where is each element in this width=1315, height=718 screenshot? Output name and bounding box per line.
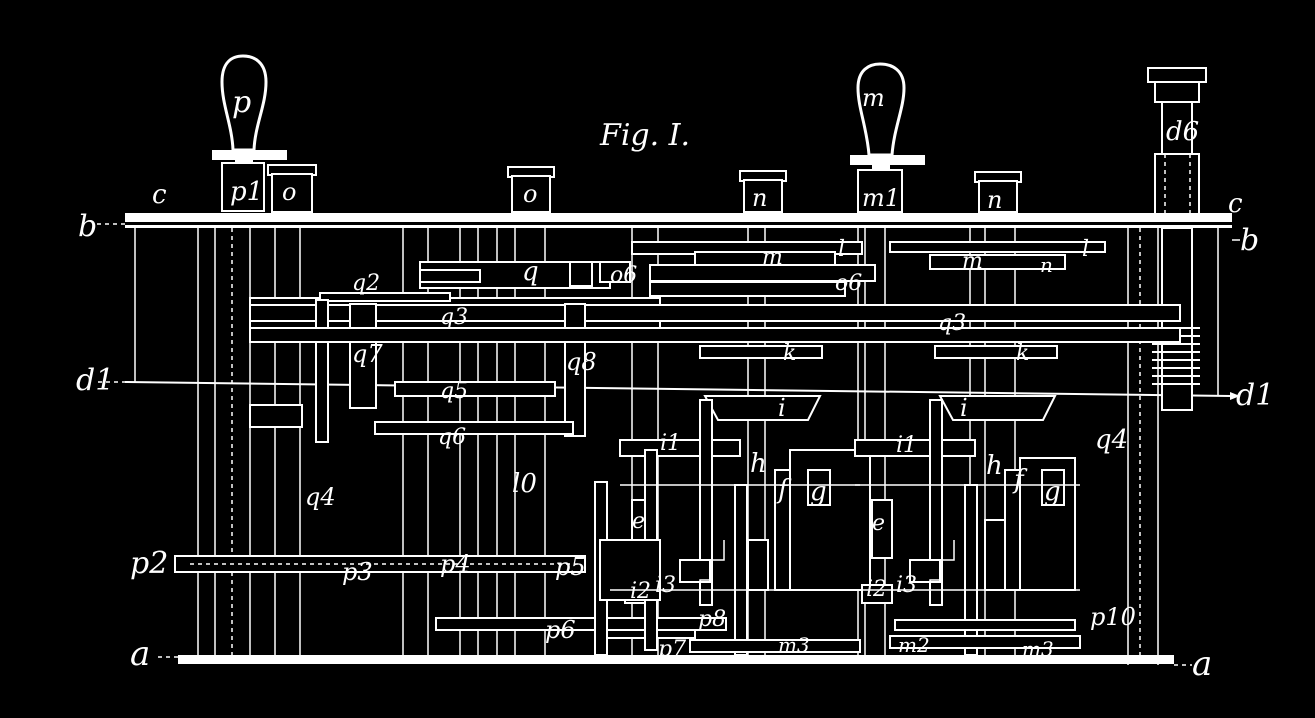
label-p6: p6 bbox=[545, 616, 576, 644]
label-q6: q6 bbox=[438, 425, 466, 450]
upper-bars bbox=[249, 241, 1181, 443]
step-slots bbox=[699, 540, 955, 600]
label-m2: m2 bbox=[898, 633, 930, 657]
label-m3-2: m3 bbox=[1022, 637, 1054, 661]
label-k-1: k bbox=[783, 341, 796, 366]
column-d6-label: d6 bbox=[1166, 117, 1199, 147]
label-a-right: a bbox=[1192, 644, 1212, 684]
key-n-1-label: n bbox=[752, 184, 767, 212]
knob-p-label: p bbox=[232, 85, 251, 120]
label-q5: q5 bbox=[440, 379, 468, 404]
label-i3-1: i3 bbox=[655, 573, 676, 598]
label-q: q bbox=[522, 257, 539, 287]
label-p10: p10 bbox=[1090, 603, 1136, 631]
label-b-left: b bbox=[78, 209, 97, 244]
label-h-2: h bbox=[986, 451, 1003, 481]
label-p8: p8 bbox=[698, 607, 726, 632]
key-n-2-label: n bbox=[987, 186, 1002, 214]
bevel-gear-l-2 bbox=[938, 395, 1057, 421]
label-d1-left: d1 bbox=[76, 363, 114, 398]
label-p7: p7 bbox=[658, 637, 686, 662]
key-p1 bbox=[221, 162, 265, 212]
shaft-d1-arrow bbox=[1230, 392, 1240, 400]
key-o-2-label: o bbox=[523, 180, 537, 208]
label-q3-left: q3 bbox=[440, 305, 468, 330]
label-i-2: i bbox=[960, 394, 968, 422]
label-e-2: e bbox=[872, 511, 885, 536]
label-m-1: m bbox=[762, 245, 783, 270]
bevel-gear-l-1 bbox=[703, 395, 822, 421]
label-a-left: a bbox=[130, 634, 150, 674]
label-q8: q8 bbox=[566, 348, 597, 376]
label-q7: q7 bbox=[352, 340, 383, 368]
key-n-2 bbox=[974, 171, 1022, 213]
counter-group-left bbox=[594, 399, 871, 656]
top-plate-b bbox=[125, 213, 1232, 222]
label-m-2: m bbox=[962, 249, 983, 274]
key-p1-label: p1 bbox=[230, 177, 263, 207]
label-d1-right: d1 bbox=[1236, 378, 1274, 413]
label-i2-1: i2 bbox=[630, 579, 651, 604]
label-l-2: l bbox=[1082, 237, 1089, 262]
label-q3-right: q3 bbox=[938, 311, 966, 336]
internal-labels: q2 q3 q3 q7 q8 q5 q6 q4 l0 q o6 o6 m m n… bbox=[305, 237, 1089, 662]
label-i3-2: i3 bbox=[896, 573, 917, 598]
label-g-2: g bbox=[1044, 477, 1061, 507]
label-c-left: c bbox=[152, 180, 167, 210]
key-m1 bbox=[857, 169, 903, 213]
label-q4-right: q4 bbox=[1095, 425, 1128, 455]
label-i1-1: i1 bbox=[660, 431, 681, 456]
bottom-plate-a bbox=[178, 655, 1174, 664]
label-p3: p3 bbox=[342, 558, 373, 586]
label-q4-left: q4 bbox=[305, 483, 336, 511]
label-m3-1: m3 bbox=[778, 633, 810, 657]
label-g-1: g bbox=[810, 477, 827, 507]
label-i-1: i bbox=[778, 394, 786, 422]
knob-m bbox=[850, 62, 925, 169]
label-o6-right: o6 bbox=[835, 271, 862, 296]
label-l-1: l bbox=[838, 237, 845, 262]
label-b-right: b bbox=[1240, 223, 1259, 258]
label-k-2: k bbox=[1016, 341, 1029, 366]
label-o6-left: o6 bbox=[610, 263, 637, 288]
figure-title: Fig. I. bbox=[599, 118, 690, 153]
knob-m-label: m bbox=[862, 84, 885, 112]
key-o-2 bbox=[507, 166, 555, 213]
label-i1-2: i1 bbox=[896, 433, 917, 458]
key-o-1-label: o bbox=[282, 178, 296, 206]
shaft-d1 bbox=[124, 381, 1231, 397]
label-p2: p2 bbox=[130, 546, 168, 581]
knob-p bbox=[212, 54, 287, 164]
counter-group-right bbox=[854, 399, 1081, 656]
label-h-1: h bbox=[750, 449, 767, 479]
key-o-1 bbox=[267, 164, 317, 213]
label-i2-2: i2 bbox=[866, 577, 887, 602]
label-c-right: c bbox=[1228, 189, 1243, 219]
top-plate-b-edge bbox=[125, 225, 1232, 228]
label-n-a: n bbox=[1040, 253, 1053, 277]
label-p5: p5 bbox=[555, 553, 586, 581]
label-p4: p4 bbox=[440, 550, 471, 578]
label-q2: q2 bbox=[352, 271, 380, 296]
label-l0: l0 bbox=[512, 469, 537, 499]
label-e-1: e bbox=[632, 509, 645, 534]
key-m1-label: m1 bbox=[862, 184, 900, 212]
key-n-1 bbox=[739, 170, 787, 213]
